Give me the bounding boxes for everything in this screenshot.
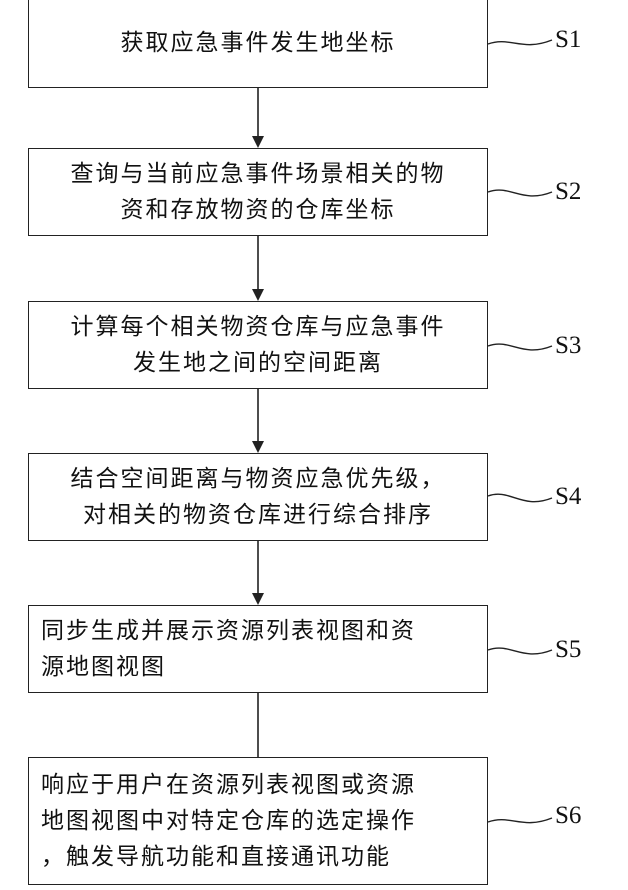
step-label-s6: S6 [555,802,581,830]
step-leader-line [488,344,552,350]
step-text-line: 源地图视图 [41,649,475,685]
step-text-line: 同步生成并展示资源列表视图和资 [41,613,475,649]
step-box-s6: 响应于用户在资源列表视图或资源 地图视图中对特定仓库的选定操作 ，触发导航功能和… [28,757,488,885]
step-leader-line [488,648,552,654]
step-box-s3: 计算每个相关物资仓库与应急事件 发生地之间的空间距离 [28,301,488,389]
step-text-line: 查询与当前应急事件场景相关的物 [41,156,475,192]
step-box-s1: 获取应急事件发生地坐标 [28,0,488,88]
step-box-s2: 查询与当前应急事件场景相关的物 资和存放物资的仓库坐标 [28,148,488,236]
arrowhead [252,289,264,301]
step-label-s4: S4 [555,483,581,511]
step-text-line: 发生地之间的空间距离 [41,345,475,381]
step-leader-line [488,190,552,196]
step-text-line: 对相关的物资仓库进行综合排序 [41,497,475,533]
arrowhead [252,441,264,453]
step-box-s4: 结合空间距离与物资应急优先级， 对相关的物资仓库进行综合排序 [28,453,488,541]
step-leader-line [488,818,552,823]
step-label-s3: S3 [555,332,581,360]
arrowhead [252,593,264,605]
step-label-s5: S5 [555,636,581,664]
step-box-s5: 同步生成并展示资源列表视图和资 源地图视图 [28,605,488,693]
arrowhead [252,136,264,148]
step-label-s1: S1 [555,26,581,54]
step-text-line: 获取应急事件发生地坐标 [41,25,475,61]
step-text-line: 计算每个相关物资仓库与应急事件 [41,309,475,345]
step-text-line: 结合空间距离与物资应急优先级， [41,461,475,497]
step-text-line: 地图视图中对特定仓库的选定操作 [41,803,475,839]
step-leader-line [488,40,552,45]
step-text-line: 资和存放物资的仓库坐标 [41,192,475,228]
step-text-line: ，触发导航功能和直接通讯功能 [41,839,475,875]
step-text-line: 响应于用户在资源列表视图或资源 [41,767,475,803]
step-label-s2: S2 [555,178,581,206]
step-leader-line [488,494,552,501]
